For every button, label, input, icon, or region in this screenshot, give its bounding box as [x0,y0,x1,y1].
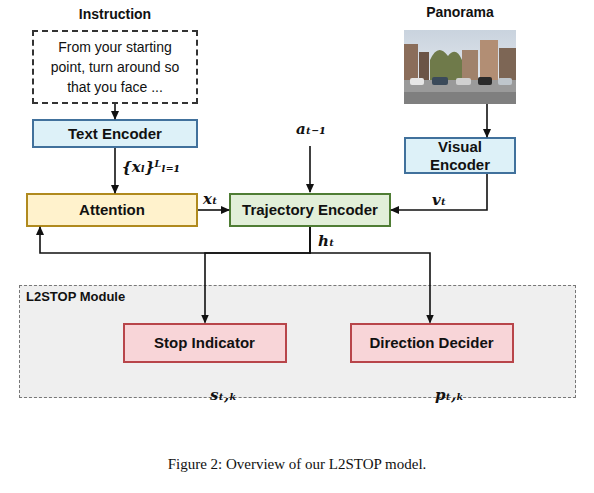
box-label: Stop Indicator [154,334,255,352]
output-head-box: Stop Indicator [123,323,287,363]
node-heading: Instruction [14,5,216,23]
input-arrow [309,146,311,192]
flow-arrow [114,148,116,193]
figure-caption: Figure 2: Overview of our L2STOP model. [0,455,594,473]
signal-symbol: hₜ [318,232,334,250]
signal-symbol: vₜ [432,191,446,209]
flow-arrow [486,104,488,137]
flow-arrow [40,227,310,253]
output-symbol: sₜ,ₖ [210,386,237,404]
encoder-box: Text Encoder [32,119,198,148]
flow-arrow [310,227,430,323]
signal-symbol: xₜ [203,190,218,208]
group-heading: L2STOP Module [26,289,125,305]
input-symbol: aₜ₋₁ [296,120,326,138]
output-symbol: pₜ,ₖ [435,386,464,404]
signal-symbol: {xₗ}ᴸₗ₌₁ [122,158,180,176]
instruction-box: InstructionFrom your starting point, tur… [32,30,198,104]
instruction-text: From your starting point, turn around so… [34,37,196,97]
flow-arrow [198,209,229,211]
flow-arrow [391,174,487,210]
box-label: Text Encoder [68,125,162,143]
output-head-box: Direction Decider [350,323,514,363]
attention-box: Attention [26,193,198,227]
trajectory-box: Trajectory Encoder [229,193,391,227]
encoder-box: Visual Encoder [404,137,516,174]
node-heading: Panorama [384,3,536,21]
module-group: L2STOP ModuleStop Indicator Direction Dec… [19,285,576,398]
flow-arrow [114,104,116,119]
box-label: Direction Decider [369,334,493,352]
box-label: Trajectory Encoder [242,201,378,219]
panorama-image [404,30,516,104]
box-label: Visual Encoder [406,138,514,174]
panorama-frame: Panorama [404,30,516,104]
flow-arrow [205,227,310,323]
box-label: Attention [79,201,145,219]
